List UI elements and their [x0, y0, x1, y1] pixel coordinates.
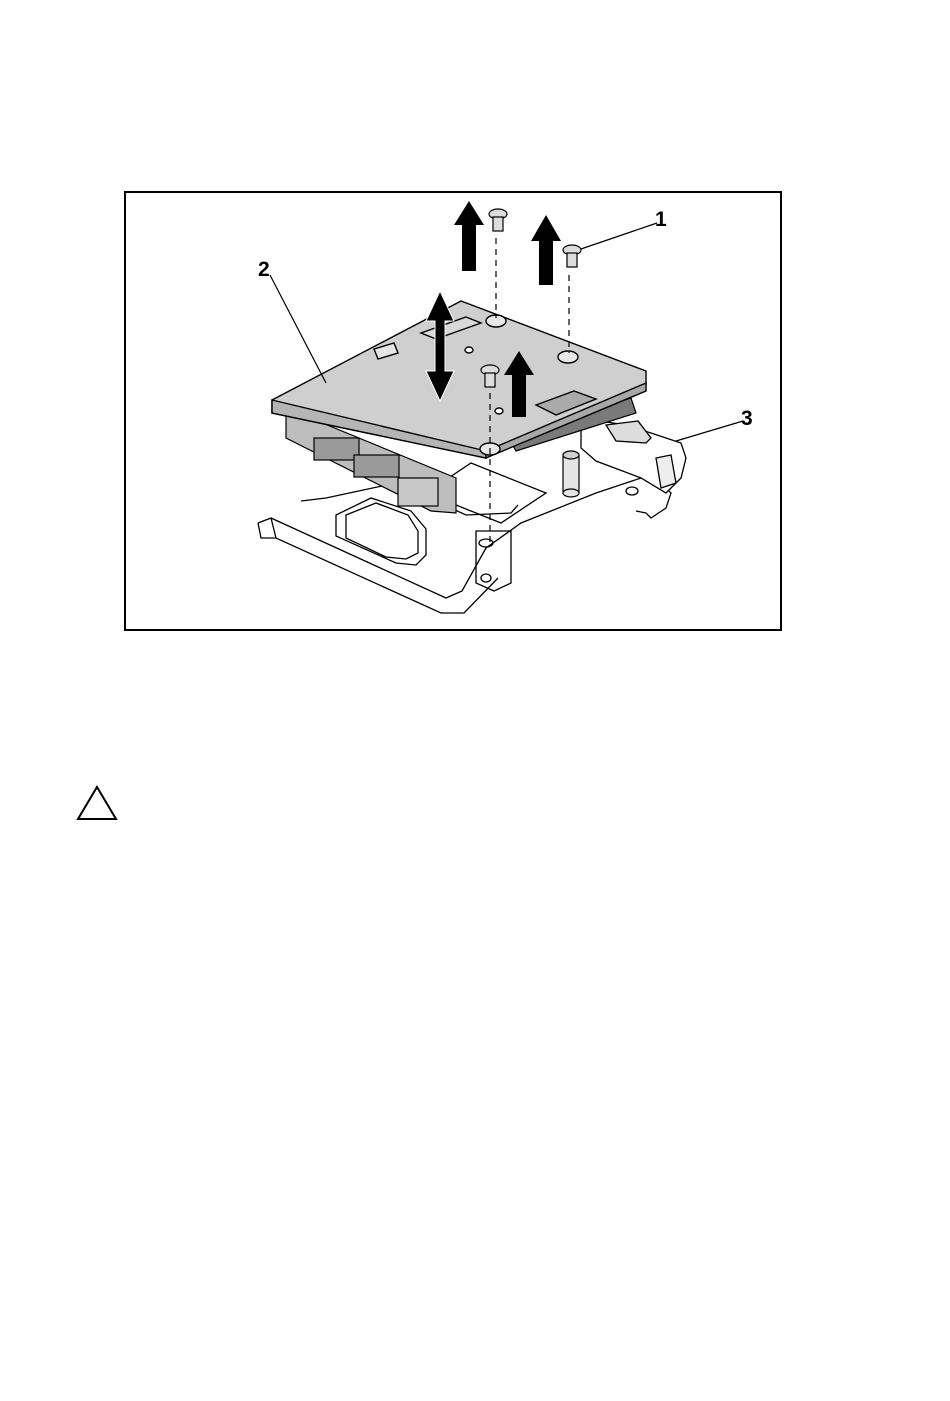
- up-arrow-icon: [531, 215, 561, 285]
- callout-1: 1: [655, 209, 667, 230]
- connector-rail: [581, 418, 686, 493]
- assembly-illustration: [126, 193, 780, 629]
- callout-2: 2: [258, 259, 270, 280]
- standoff: [563, 451, 579, 497]
- tray-bracket: [258, 463, 671, 613]
- screw-right: [563, 245, 581, 267]
- up-arrow-icon: [454, 201, 484, 271]
- caution-triangle-icon: [76, 785, 118, 821]
- figure-frame: 1 2 3: [124, 191, 782, 631]
- callout-3: 3: [741, 408, 753, 429]
- screw-top: [489, 209, 507, 231]
